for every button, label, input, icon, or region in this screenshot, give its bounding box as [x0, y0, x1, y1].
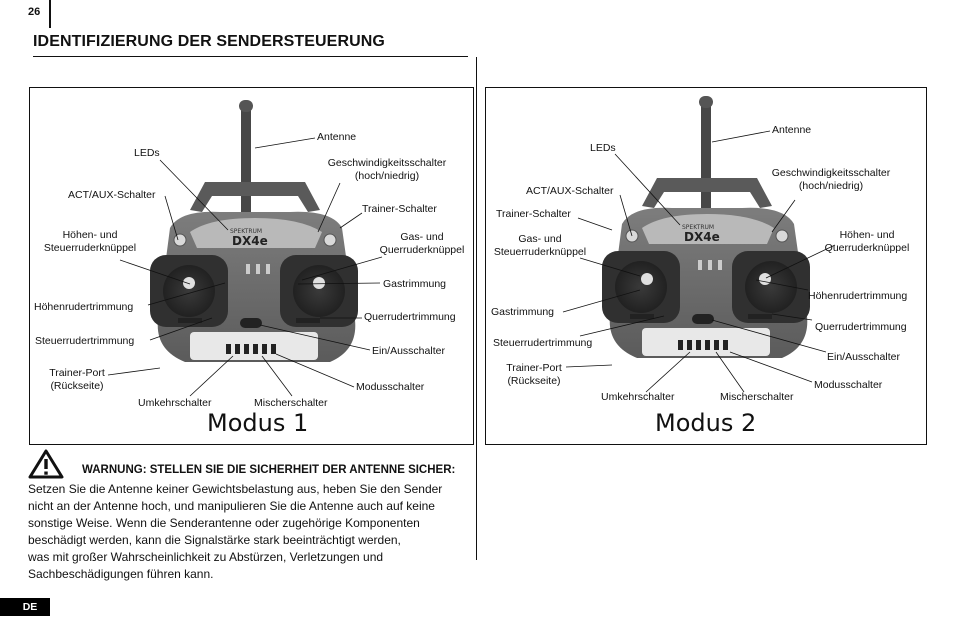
label-act-aux-schalter: ACT/AUX-Schalter: [526, 185, 614, 197]
label-hoehen-querruderknueppel: Höhen- und Querruderknüppel: [818, 229, 916, 255]
label-antenne: Antenne: [772, 124, 812, 136]
warning-body: Setzen Sie die Antenne keiner Gewichtsbe…: [28, 481, 468, 583]
label-umkehrschalter: Umkehrschalter: [138, 397, 212, 409]
language-tab-label: DE: [22, 601, 38, 613]
label-leds: LEDs: [134, 147, 160, 159]
brand-text: SPEKTRUM: [682, 224, 714, 231]
label-line: Geschwindigkeitsschalter: [327, 157, 447, 169]
model-text: DX4e: [684, 230, 720, 244]
label-line: Höhen- und: [62, 229, 118, 241]
label-line: Geschwindigkeitsschalter: [771, 167, 891, 179]
label-antenne: Antenne: [317, 131, 357, 143]
label-hoehen-steuerruderknueppel: Höhen- und Steuerruderknüppel: [35, 229, 145, 255]
label-line: Höhen- und: [839, 229, 895, 241]
label-line: (hoch/niedrig): [798, 180, 864, 192]
label-line: Trainer-Port: [49, 367, 105, 379]
language-tab: DE: [0, 598, 50, 616]
label-line: Querruderknüppel: [379, 244, 465, 256]
label-modusschalter: Modusschalter: [356, 381, 425, 393]
label-hoehenrudertrimmung: Höhenruder­trimmung: [34, 301, 134, 313]
label-line: Trainer-Port: [506, 362, 562, 374]
warning-line: Setzen Sie die Antenne keiner Gewichtsbe…: [28, 482, 443, 496]
label-line: Steuerruderknüppel: [43, 242, 137, 254]
label-line: (Rückseite): [50, 380, 104, 392]
label-gas-steuerruderknueppel: Gas- und Steuerruderknüppel: [486, 233, 594, 259]
label-mischerschalter: Mischerschalter: [254, 397, 328, 409]
label-mischerschalter: Mischerschalter: [720, 391, 794, 403]
figure-caption-mode2: Modus 2: [655, 409, 757, 437]
label-modusschalter: Modusschalter: [814, 379, 883, 391]
label-act-aux-schalter: ACT/AUX-Schalter: [68, 189, 156, 201]
column-divider: [476, 57, 477, 560]
label-line: Gas- und: [518, 233, 562, 245]
label-steuerrudertrimmung: Steuerrudertrimmung: [35, 335, 135, 347]
label-steuerrudertrimmung: Steuerrudertrimmung: [493, 337, 593, 349]
warning-line: was mit großer Wahrscheinlichkeit zu Abs…: [28, 550, 384, 564]
label-leds: LEDs: [590, 142, 616, 154]
label-umkehrschalter: Umkehrschalter: [601, 391, 675, 403]
section-title: IDENTIFIZIERUNG DER SENDERSTEUERUNG: [33, 33, 385, 50]
label-line: Querruderknüppel: [824, 242, 910, 254]
brand-text: SPEKTRUM: [230, 228, 262, 235]
label-trainer-port: Trainer-Port (Rückseite): [40, 367, 114, 393]
label-hoehenrudertrimmung: Höhenrudertrimmung: [808, 290, 908, 302]
label-line: Steuerruderknüppel: [493, 246, 587, 258]
label-querrudertrimmung: Querrudertrimmung: [815, 321, 907, 333]
label-trainer-schalter: Trainer-Schalter: [496, 208, 571, 220]
label-ein-ausschalter: Ein/Ausschalter: [827, 351, 900, 363]
label-trainer-port: Trainer-Port (Rückseite): [498, 362, 570, 388]
warning-line: beschädigt werden, kann die Signalstärke…: [28, 533, 401, 547]
warning-line: nicht an der Antenne hoch, und manipulie…: [28, 499, 435, 513]
label-line: (hoch/niedrig): [354, 170, 420, 182]
label-gas-querruderknueppel: Gas- und Querruderknüppel: [376, 231, 468, 257]
model-text: DX4e: [232, 234, 268, 248]
transmitter-image-mode2: SPEKTRUM DX4e: [602, 96, 810, 358]
page-number: 26: [28, 6, 41, 18]
label-querrudertrimmung: Querrudertrimmung: [364, 311, 456, 323]
figure-caption-mode1: Modus 1: [207, 409, 309, 437]
label-line: (Rückseite): [507, 375, 561, 387]
label-line: Gas- und: [400, 231, 444, 243]
label-gastrimmung: Gastrimmung: [383, 278, 447, 290]
label-geschwindigkeitsschalter: Geschwindigkeitsschalter (hoch/niedrig): [318, 157, 456, 183]
label-ein-ausschalter: Ein/Ausschalter: [372, 345, 445, 357]
heading-rule: [33, 56, 468, 57]
label-geschwindigkeitsschalter: Geschwindigkeitsschalter (hoch/niedrig): [762, 167, 900, 193]
warning-icon: [28, 449, 64, 479]
page-number-rule: [49, 0, 51, 28]
label-trainer-schalter: Trainer-Schalter: [362, 203, 437, 215]
warning-line: Sachbeschädigungen führen kann.: [28, 567, 214, 581]
warning-line: sonstige Weise. Wenn die Senderantenne o…: [28, 516, 420, 530]
warning-title: WARNUNG: STELLEN SIE DIE SICHERHEIT DER …: [82, 464, 456, 476]
label-gastrimmung: Gastrimmung: [491, 306, 555, 318]
